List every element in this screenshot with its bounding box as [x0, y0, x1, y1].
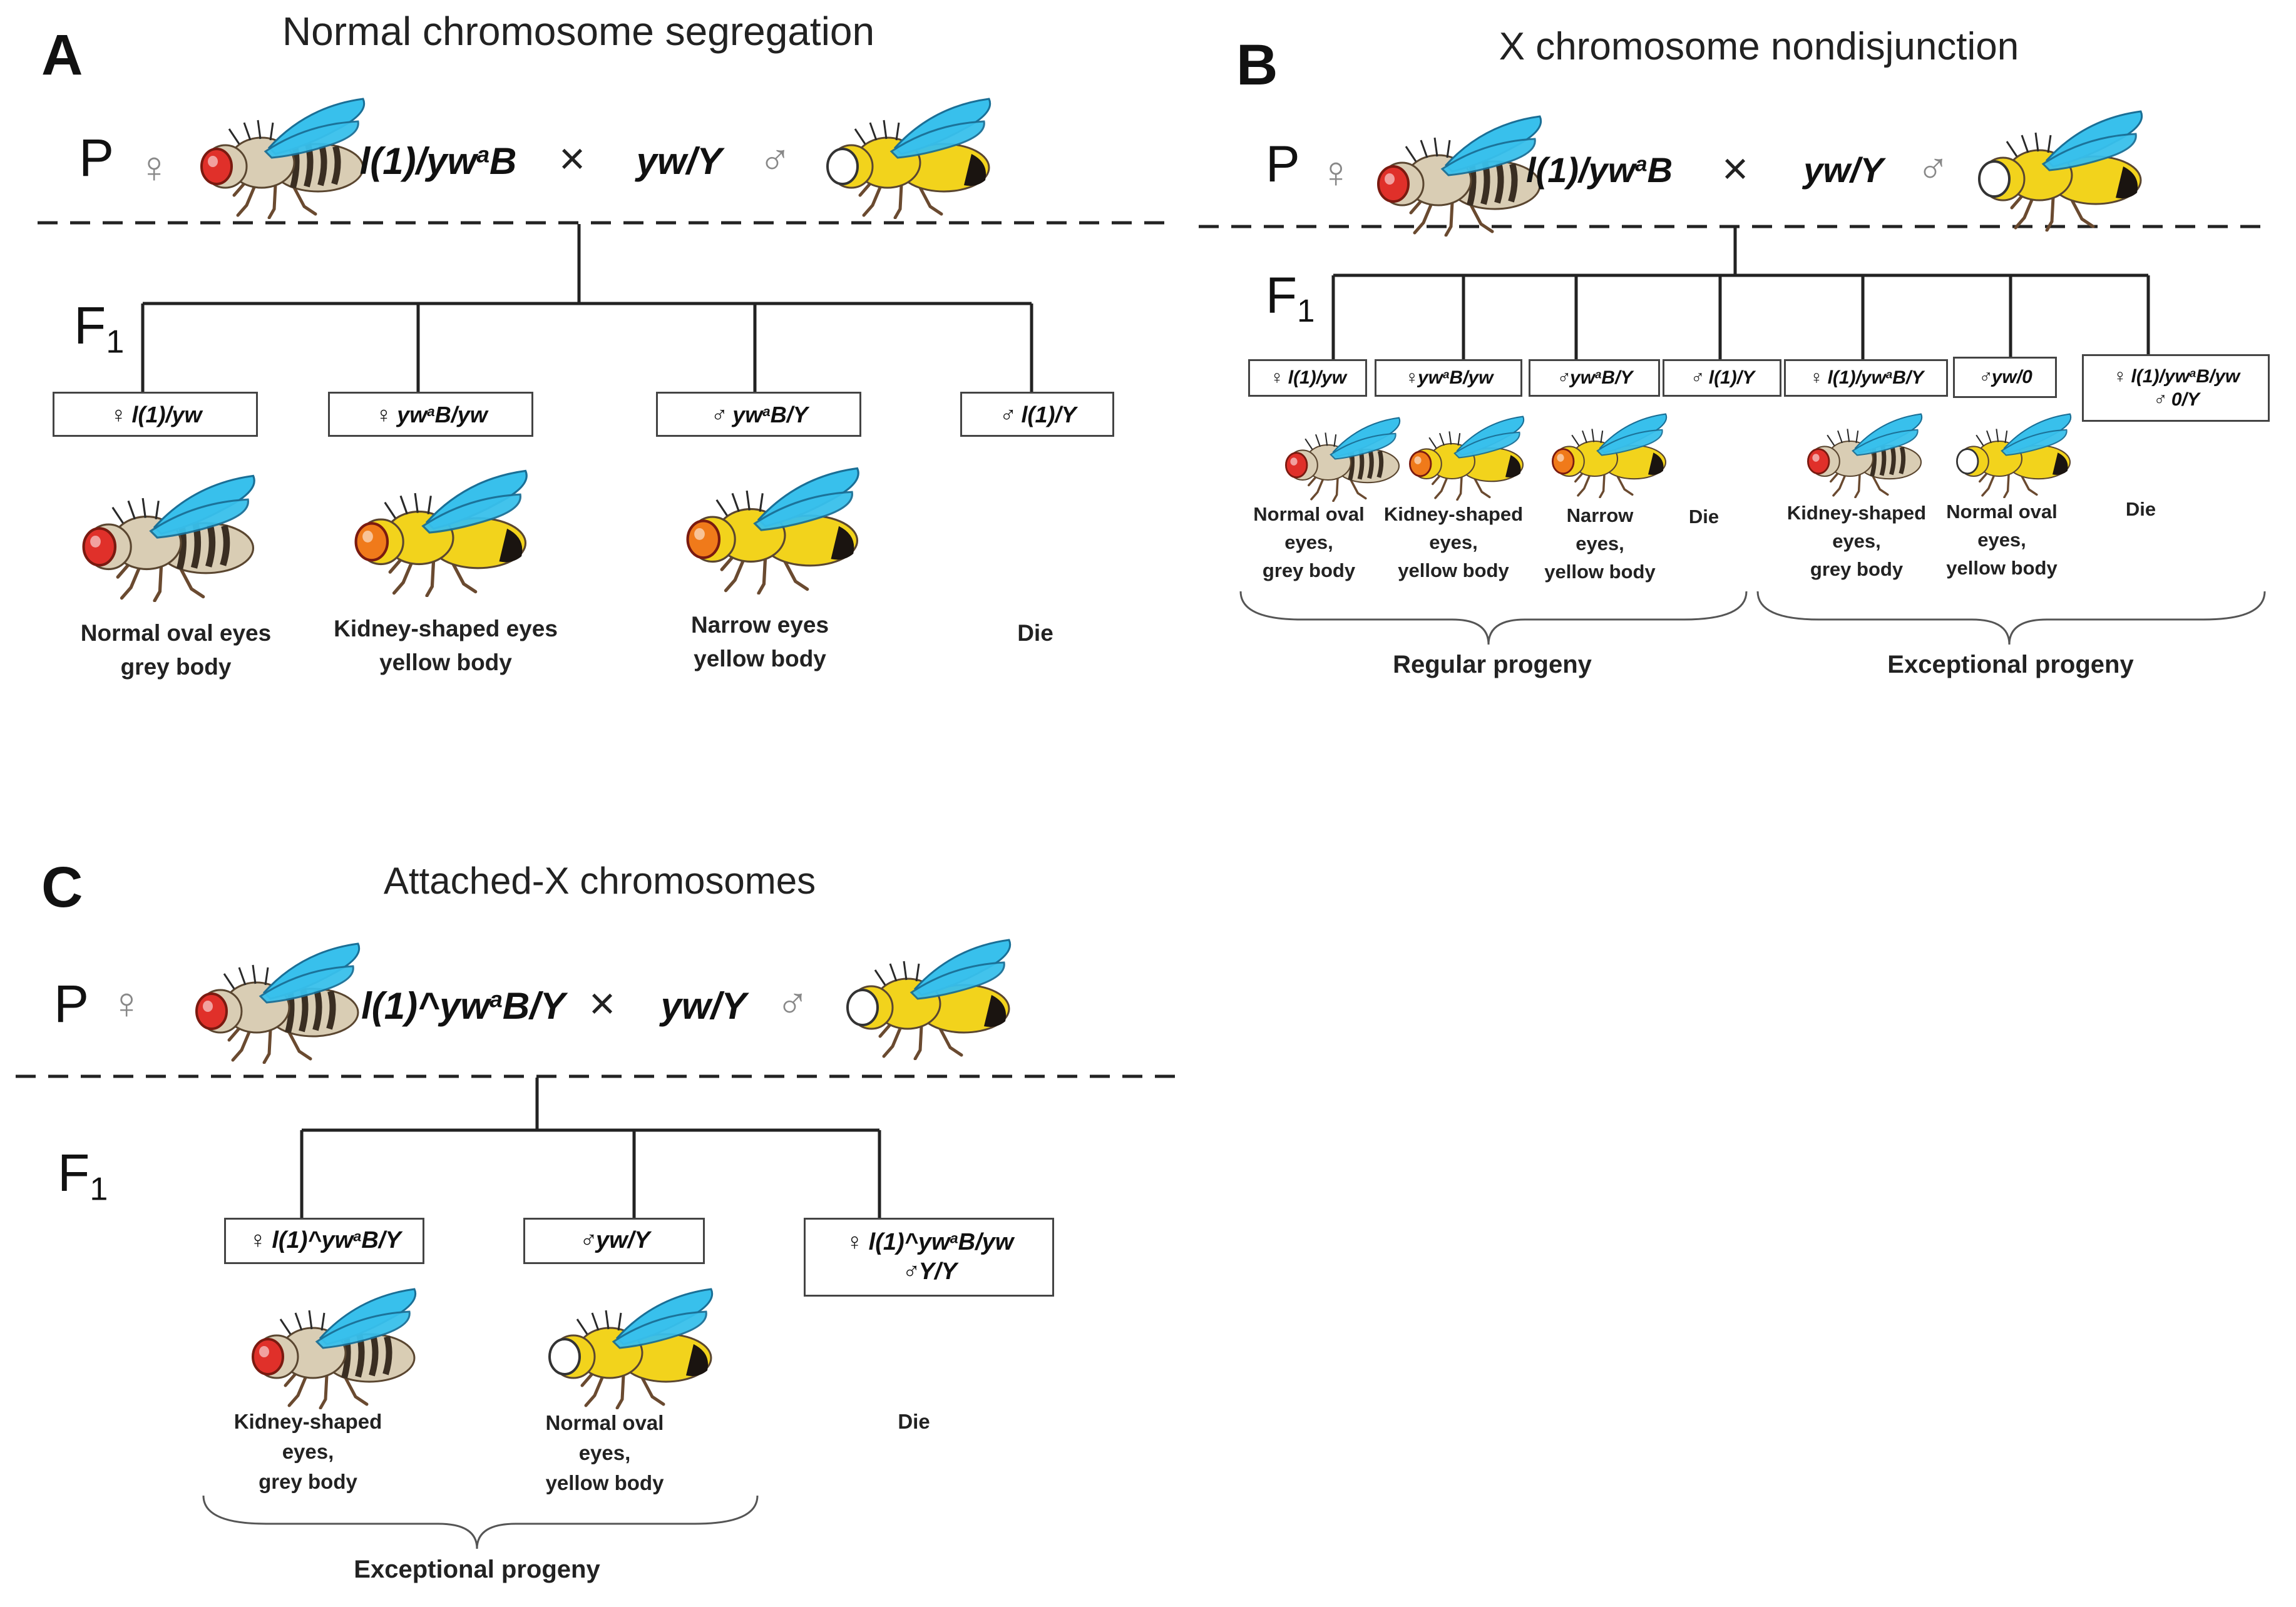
- panel-b-genotype-box-4: ♂ l(1)/Y: [1663, 359, 1781, 397]
- fly-icon: [354, 469, 528, 598]
- fly-icon: [1807, 413, 1923, 499]
- panel-a-title: Normal chromosome segregation: [282, 9, 875, 54]
- panel-a-offspring-fly-1: [63, 471, 260, 605]
- panel-b-f1-label: F1: [1266, 267, 1315, 329]
- panel-b-parent-female-fly: [1358, 111, 1546, 240]
- panel-c-offspring-fly-2: [530, 1284, 717, 1412]
- panel-c-male-symbol: ♂: [776, 979, 809, 1028]
- panel-c-offspring-fly-1: [233, 1284, 421, 1412]
- fly-icon: [1377, 115, 1542, 237]
- panel-b-genotype-box-7: ♀ l(1)/ywaB/yw♂ 0/Y: [2082, 354, 2270, 422]
- panel-b-parent-male-fly: [1959, 106, 2147, 235]
- panel-a-male-symbol: ♂: [759, 135, 792, 184]
- panel-a-female-symbol: ♀: [138, 143, 171, 191]
- panel-c-exceptional-progeny-label: Exceptional progeny: [354, 1556, 600, 1583]
- fly-icon: [1552, 413, 1668, 499]
- panel-a-genotype-box-3: ♂ ywaB/Y: [656, 392, 861, 437]
- fly-icon: [1409, 416, 1525, 501]
- panel-b-female-symbol: ♀: [1320, 148, 1353, 196]
- panel-b-offspring-fly-5: [1794, 411, 1925, 501]
- fly-icon: [1285, 417, 1401, 503]
- panel-b-male-symbol: ♂: [1917, 144, 1950, 193]
- panel-a-parental-label: P: [79, 128, 115, 187]
- fly-icon: [686, 467, 859, 595]
- panel-b-genotype-box-6: ♂yw/0: [1953, 357, 2057, 398]
- panel-a-parent-female-fly: [182, 94, 369, 222]
- panel-a-genotype-box-1: ♀ l(1)/yw: [53, 392, 258, 437]
- panel-c-parent-male-fly: [828, 935, 1015, 1063]
- panel-b-title: X chromosome nondisjunction: [1499, 25, 2019, 68]
- panel-b-exceptional-progeny-label: Exceptional progeny: [1887, 651, 2134, 678]
- fly-icon: [82, 474, 255, 603]
- panel-b-phenotype-7: Die: [2125, 498, 2156, 520]
- panel-c-female-genotype: l(1)^ywaB/Y: [361, 985, 565, 1027]
- fly-icon: [1978, 110, 2143, 232]
- panel-b-cross-symbol: ×: [1721, 144, 1749, 194]
- panel-c-female-symbol: ♀: [110, 979, 143, 1028]
- panel-b-offspring-fly-2: [1396, 413, 1527, 504]
- panel-b-offspring-fly-1: [1272, 414, 1403, 505]
- panel-a-male-genotype: yw/Y: [636, 140, 722, 182]
- panel-b-tree: [1199, 225, 2271, 360]
- panel-b-offspring-fly-3: [1539, 411, 1670, 501]
- panel-a-genotype-box-4: ♂ l(1)/Y: [960, 392, 1114, 437]
- panel-a-phenotype-4: Die: [1017, 620, 1053, 646]
- panel-c-phenotype-3: Die: [898, 1410, 930, 1433]
- panel-c-title: Attached-X chromosomes: [383, 860, 816, 902]
- panel-b-parental-label: P: [1266, 136, 1300, 193]
- panel-c-parental-label: P: [54, 974, 90, 1033]
- panel-a-cross-symbol: ×: [558, 134, 586, 184]
- panel-c-genotype-box-2: ♂yw/Y: [523, 1218, 705, 1264]
- fly-icon: [200, 98, 365, 220]
- panel-c-f1-label: F1: [58, 1143, 108, 1208]
- panel-b-genotype-box-3: ♂ywaB/Y: [1529, 359, 1660, 397]
- fly-icon: [548, 1288, 713, 1410]
- panel-c-tree: [16, 1074, 1186, 1220]
- panel-c-genotype-box-3: ♀ l(1)^ywaB/yw♂Y/Y: [804, 1218, 1054, 1297]
- panel-b-male-genotype: yw/Y: [1803, 150, 1883, 190]
- panel-b-regular-progeny-label: Regular progeny: [1393, 651, 1592, 678]
- panel-a-offspring-fly-3: [667, 463, 864, 598]
- panel-a-f1-label: F1: [74, 296, 125, 360]
- fly-icon: [826, 98, 991, 220]
- panel-a-female-genotype: l(1)/ywaB: [359, 140, 517, 182]
- panel-a-letter: A: [41, 23, 83, 87]
- panel-b-offspring-fly-6: [1943, 411, 2074, 501]
- fly-icon: [1956, 413, 2072, 499]
- panel-a-tree: [38, 221, 1171, 392]
- panel-a-genotype-box-2: ♀ ywaB/yw: [328, 392, 533, 437]
- panel-a-parent-male-fly: [807, 94, 995, 222]
- fly-icon: [252, 1288, 416, 1410]
- panel-c-brace: [202, 1495, 759, 1549]
- panel-b-genotype-box-5: ♀ l(1)/ywaB/Y: [1784, 359, 1948, 397]
- panel-b-phenotype-4: Die: [1688, 506, 1719, 528]
- panel-c-genotype-box-1: ♀ l(1)^ywaB/Y: [224, 1218, 424, 1264]
- fly-icon: [195, 942, 360, 1064]
- panel-a-offspring-fly-2: [335, 466, 532, 600]
- panel-c-letter: C: [41, 855, 83, 919]
- fly-icon: [846, 939, 1011, 1061]
- panel-b-female-genotype: l(1)/ywaB: [1525, 150, 1673, 190]
- panel-b-genotype-box-1: ♀ l(1)/yw: [1248, 359, 1367, 397]
- panel-b-genotype-box-2: ♀ywaB/yw: [1375, 359, 1522, 397]
- panel-b-letter: B: [1236, 33, 1278, 97]
- panel-c-cross-symbol: ×: [588, 979, 616, 1029]
- panel-c-parent-female-fly: [177, 939, 364, 1067]
- panel-b-braces: [1239, 591, 2266, 645]
- panel-c-male-genotype: yw/Y: [660, 985, 747, 1027]
